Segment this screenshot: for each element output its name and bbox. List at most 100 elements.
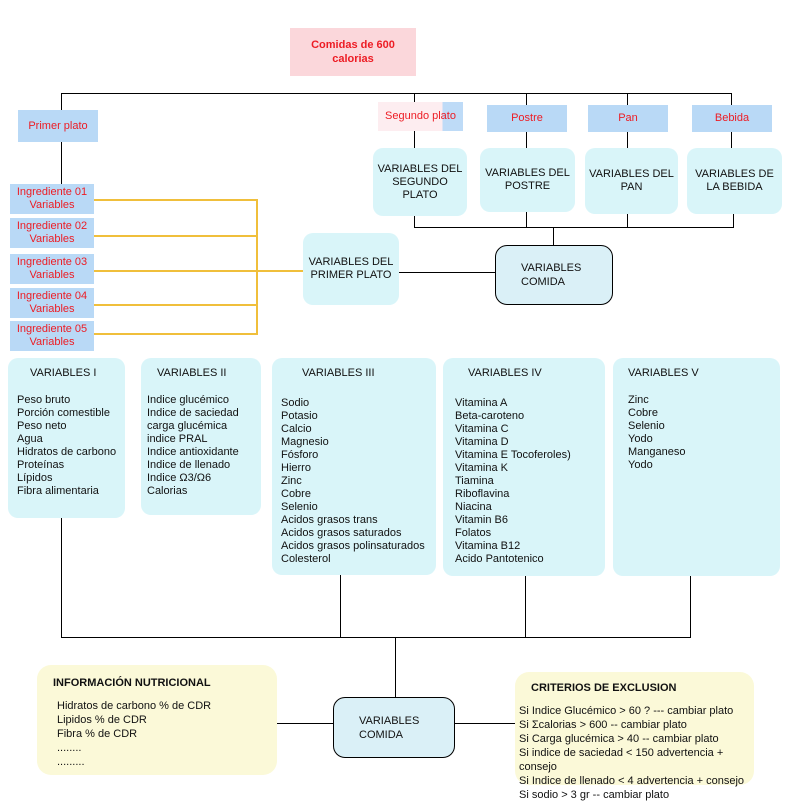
variable-item: Vitamina K bbox=[455, 462, 508, 474]
informacion-nutricional-title: INFORMACIÓN NUTRICIONAL bbox=[53, 677, 211, 689]
group-1-items: Peso bruto Porción comestible Peso neto … bbox=[17, 394, 125, 498]
variables-pan-label: VARIABLES DEL PAN bbox=[589, 168, 674, 193]
info-item: Lipidos % de CDR bbox=[57, 714, 147, 726]
criterios-exclusion-title: CRITERIOS DE EXCLUSION bbox=[531, 682, 677, 694]
node-pan: Pan bbox=[588, 105, 668, 132]
segundo-plato-label: Segundo plato bbox=[385, 110, 456, 122]
informacion-nutricional-items: Hidratos de carbono % de CDR Lipidos % d… bbox=[57, 699, 269, 769]
connector-to-variables-comida bbox=[553, 227, 554, 245]
variable-item: Acidos grasos polinsaturados bbox=[281, 540, 425, 552]
variable-item: Acido Pantotenico bbox=[455, 553, 544, 565]
node-variables-group-2: VARIABLES II Indice glucémico Indice de … bbox=[141, 358, 261, 515]
bebida-label: Bebida bbox=[714, 112, 750, 124]
connector-varpan-down bbox=[627, 214, 628, 228]
group-4-items: Vitamina A Beta-caroteno Vitamina C Vita… bbox=[455, 397, 605, 566]
criterio-item: Si Indice de llenado < 4 advertencia + c… bbox=[519, 775, 745, 787]
info-item: ......... bbox=[57, 756, 85, 768]
connector-drop-bebida bbox=[731, 93, 732, 106]
variable-item: Peso bruto bbox=[17, 394, 71, 406]
criterio-item: Si Carga glucémica > 40 -- cambiar plato bbox=[519, 733, 719, 745]
node-ingrediente-01: Ingrediente 01 Variables bbox=[10, 184, 94, 214]
connector-postre-down bbox=[526, 132, 527, 148]
variable-item: Vitamina A bbox=[455, 397, 508, 409]
connector-comida-to-criterios bbox=[455, 723, 515, 724]
variable-item: Niacina bbox=[455, 501, 492, 513]
node-variables-group-3: VARIABLES III Sodio Potasio Calcio Magne… bbox=[272, 358, 436, 575]
variable-item: Zinc bbox=[628, 394, 649, 406]
variable-item: Peso neto bbox=[17, 420, 67, 432]
node-ingrediente-03: Ingrediente 03 Variables bbox=[10, 254, 94, 284]
connector-primervars-to-comida bbox=[399, 272, 495, 273]
connector-drop-primer bbox=[61, 93, 62, 111]
node-variables-primer-plato: VARIABLES DEL PRIMER PLATO bbox=[303, 233, 399, 305]
info-item: Fibra % de CDR bbox=[57, 728, 138, 740]
variable-item: Colesterol bbox=[281, 553, 331, 565]
node-bebida: Bebida bbox=[692, 105, 772, 132]
connector-top-horizontal bbox=[61, 93, 731, 94]
info-item: ........ bbox=[57, 742, 82, 754]
connector-varbebida-down bbox=[733, 214, 734, 228]
variable-item: Hierro bbox=[281, 462, 311, 474]
group-2-items: Indice glucémico Indice de saciedad carg… bbox=[147, 394, 261, 498]
variable-item: Agua bbox=[17, 433, 43, 445]
variable-item: Vitamina E Tocoferoles) bbox=[455, 449, 571, 461]
node-variables-group-4: VARIABLES IV Vitamina A Beta-caroteno Vi… bbox=[443, 358, 605, 576]
ingrediente-name: Ingrediente 05 bbox=[16, 323, 88, 335]
variables-comida-top-label: VARIABLES COMIDA bbox=[521, 262, 582, 288]
variable-item: Yodo bbox=[628, 459, 653, 471]
variable-item: Calcio bbox=[281, 423, 312, 435]
pan-label: Pan bbox=[618, 112, 638, 124]
variable-item: Lípidos bbox=[17, 472, 53, 484]
variable-item: Fósforo bbox=[281, 449, 319, 461]
root-label: Comidas de 600 calorias bbox=[311, 39, 395, 65]
ingrediente-name: Ingrediente 02 bbox=[16, 220, 88, 232]
connector-ingrediente2 bbox=[94, 235, 258, 237]
variable-item: Selenio bbox=[281, 501, 318, 513]
variable-item: Indice Ω3/Ω6 bbox=[147, 472, 212, 484]
connector-group3-down bbox=[340, 575, 341, 638]
variable-item: carga glucémica bbox=[147, 420, 228, 432]
node-root-comidas-600: Comidas de 600 calorias bbox=[290, 28, 416, 76]
ingrediente-name: Ingrediente 03 bbox=[16, 256, 88, 268]
variable-item: Potasio bbox=[281, 410, 318, 422]
variable-item: indice PRAL bbox=[147, 433, 208, 445]
node-primer-plato: Primer plato bbox=[18, 110, 98, 142]
group-5-items: Zinc Cobre Selenio Yodo Manganeso Yodo bbox=[628, 394, 780, 472]
variable-item: Tiamina bbox=[455, 475, 494, 487]
variable-item: Indice de saciedad bbox=[147, 407, 239, 419]
connector-drop-postre bbox=[526, 93, 527, 106]
variables-segundo-label: VARIABLES DEL SEGUNDO PLATO bbox=[377, 162, 463, 201]
variables-comida-bottom-label: VARIABLES COMIDA bbox=[359, 714, 420, 741]
group-5-title: VARIABLES V bbox=[628, 367, 699, 379]
variable-item: Vitamina D bbox=[455, 436, 509, 448]
ingrediente-sub: Variables bbox=[29, 199, 75, 211]
node-variables-pan: VARIABLES DEL PAN bbox=[585, 148, 678, 214]
connector-group1-down bbox=[61, 518, 62, 638]
node-variables-comida-bottom: VARIABLES COMIDA bbox=[333, 697, 455, 758]
node-variables-postre: VARIABLES DEL POSTRE bbox=[480, 148, 575, 212]
connector-to-bottom-comida bbox=[395, 637, 396, 697]
connector-pan-down bbox=[627, 132, 628, 148]
connector-primer-to-ingrediente bbox=[61, 142, 62, 184]
primer-plato-label: Primer plato bbox=[28, 119, 88, 132]
connector-ingrediente1 bbox=[94, 199, 258, 201]
variable-item: Hidratos de carbono bbox=[17, 446, 117, 458]
variable-item: Indice de llenado bbox=[147, 459, 231, 471]
connector-info-to-comida bbox=[277, 723, 333, 724]
criterio-item: Si sodio > 3 gr -- cambiar plato bbox=[519, 789, 670, 801]
variables-primer-label: VARIABLES DEL PRIMER PLATO bbox=[308, 256, 394, 281]
node-ingrediente-04: Ingrediente 04 Variables bbox=[10, 288, 94, 318]
variable-item: Indice antioxidante bbox=[147, 446, 239, 458]
variable-item: Proteínas bbox=[17, 459, 65, 471]
node-variables-group-5: VARIABLES V Zinc Cobre Selenio Yodo Mang… bbox=[613, 358, 780, 576]
connector-segundo-down bbox=[414, 131, 415, 148]
variable-item: Fibra alimentaria bbox=[17, 485, 99, 497]
connector-varpostre-down bbox=[526, 212, 527, 228]
node-variables-comida-top: VARIABLES COMIDA bbox=[495, 245, 613, 305]
connector-ingrediente4 bbox=[94, 304, 258, 306]
variable-item: Porción comestible bbox=[17, 407, 110, 419]
ingrediente-name: Ingrediente 04 bbox=[16, 290, 88, 302]
node-postre: Postre bbox=[487, 105, 567, 132]
variable-item: Vitamin B6 bbox=[455, 514, 508, 526]
